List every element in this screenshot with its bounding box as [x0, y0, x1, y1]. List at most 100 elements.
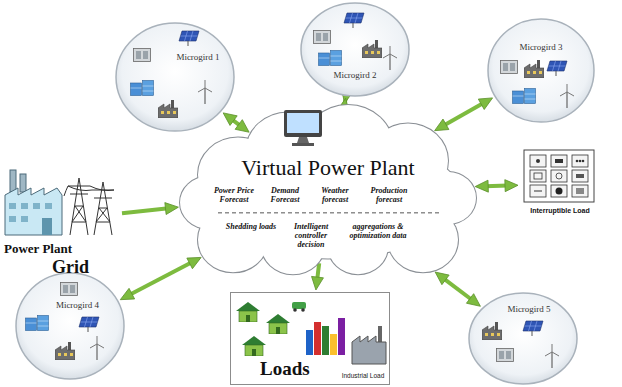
interruptible-load-icon: [536, 159, 540, 163]
power-plant-icon: [9, 216, 16, 222]
flow-arrow: [435, 272, 480, 306]
wind-turbine-icon: [90, 336, 104, 360]
solar-panel-icon: [79, 317, 99, 332]
fuel-cell-icon: [61, 283, 78, 296]
power-plant-icon: [45, 203, 52, 209]
computer-icon: [287, 113, 319, 133]
computer-icon: [284, 110, 322, 146]
building-icon: [322, 326, 329, 355]
microgrid-circle-outline: [300, 2, 410, 97]
wind-turbine-icon: [545, 344, 559, 368]
arrow-head: [187, 257, 201, 268]
microgrid-5-icons: [482, 321, 559, 368]
microgrid-circle: Microgird 4: [15, 272, 125, 380]
house-icon: [236, 302, 260, 322]
fuel-cell-icon: [501, 61, 518, 74]
fuel-cell-icon: [314, 31, 331, 44]
storage-icon: [319, 51, 342, 66]
function-label: Shedding loads: [225, 223, 277, 232]
interruptible-load-icon: [576, 174, 584, 178]
transmission-tower: [92, 182, 114, 235]
microgrid-label: Microgird 2: [326, 70, 384, 80]
arrow-head: [435, 272, 449, 285]
interruptible-load-icon: [530, 185, 546, 197]
arrow-head: [466, 294, 480, 307]
biomass-plant-icon: [524, 60, 544, 78]
wind-turbine-icon: [560, 84, 574, 108]
vpp-cloud: Virtual Power PlantPower Price ForecastD…: [178, 105, 478, 277]
interruptible-load-icon: [551, 185, 567, 197]
arrow-shaft: [443, 103, 484, 126]
fuel-cell-icon: [497, 349, 514, 362]
biomass-plant-icon: [158, 100, 178, 118]
power-plant-icon: [10, 170, 16, 192]
biomass-plant-icon: [362, 40, 382, 58]
power-plant-node: Power PlantGrid: [2, 160, 120, 280]
microgrid-label: Microgird 4: [50, 300, 105, 310]
function-label: Power Price Forecast: [209, 187, 259, 205]
computer-icon: [292, 143, 314, 146]
interruptible-load-icon: [534, 173, 542, 179]
solar-panel-icon: [547, 61, 567, 76]
arrow-head: [475, 180, 488, 192]
interruptible-load-icon: [579, 160, 582, 163]
wind-turbine-icon: [198, 80, 212, 104]
interruptible-load-icon: [530, 170, 546, 182]
power-plant-icon: [21, 203, 28, 209]
power-plant-icon: [42, 218, 52, 235]
solar-panel-icon: [523, 321, 543, 336]
arrow-head: [435, 119, 449, 131]
interruptible-load-node: Interruptible Load: [520, 148, 600, 220]
microgrid-circle: Microgird 5: [468, 292, 578, 385]
microgrid-outline: [16, 273, 124, 379]
loads-box-outline: [230, 292, 390, 385]
fuel-cell-icon: [134, 49, 151, 62]
function-label: Demand Forecast: [260, 187, 310, 205]
vehicle-icon: [292, 302, 306, 309]
node-label: Interruptible Load: [520, 207, 600, 215]
node-label: Industrial Load: [338, 372, 388, 379]
power-plant-icon: [9, 203, 16, 209]
storage-icon: [26, 316, 49, 331]
transmission-tower: [64, 178, 114, 235]
power-plant-icon: [5, 170, 62, 235]
loads-box: LoadsIndustrial Load: [230, 292, 390, 385]
power-plant-icon: [33, 203, 40, 209]
arrow-shaft: [129, 262, 192, 295]
building-icon: [330, 334, 337, 355]
microgrid-4-icons: [26, 283, 105, 361]
computer-icon: [297, 137, 309, 143]
dashed-divider: [218, 212, 440, 213]
building-icon: [338, 318, 345, 355]
transmission-tower: [68, 178, 90, 235]
node-label: Power Plant: [4, 242, 116, 257]
interruptible-load-icon: [572, 185, 588, 197]
house-icon: [242, 336, 266, 356]
function-label: Production forecast: [362, 187, 416, 205]
arrow-head: [312, 276, 324, 290]
microgrid-label: Microgird 3: [511, 42, 571, 52]
microgrid-label: Microgird 5: [498, 304, 560, 314]
flow-arrow: [223, 113, 249, 132]
microgrid-circle-outline: [487, 18, 595, 123]
node-label: Grid: [52, 257, 116, 278]
microgrid-outline: [301, 3, 409, 96]
interruptible-load-icon: [572, 170, 588, 182]
building-icon: [314, 322, 321, 355]
flow-arrow: [120, 257, 201, 299]
arrow-head: [165, 203, 179, 215]
microgrid-1-icons: [131, 31, 213, 118]
vehicle-icon: [301, 308, 305, 312]
industrial-building-icon: [352, 336, 386, 364]
flow-arrow: [122, 203, 178, 215]
microgrid-circle: Microgird 1: [115, 22, 235, 132]
industrial-building-icon: [378, 326, 382, 342]
function-label: Intelligent controller decision: [282, 223, 340, 249]
cloud-outline: [388, 207, 458, 272]
arrow-head: [505, 180, 518, 192]
power-plant-icon: [21, 216, 28, 222]
building-icon: [306, 330, 313, 355]
interruptible-load-icon: [524, 150, 594, 202]
